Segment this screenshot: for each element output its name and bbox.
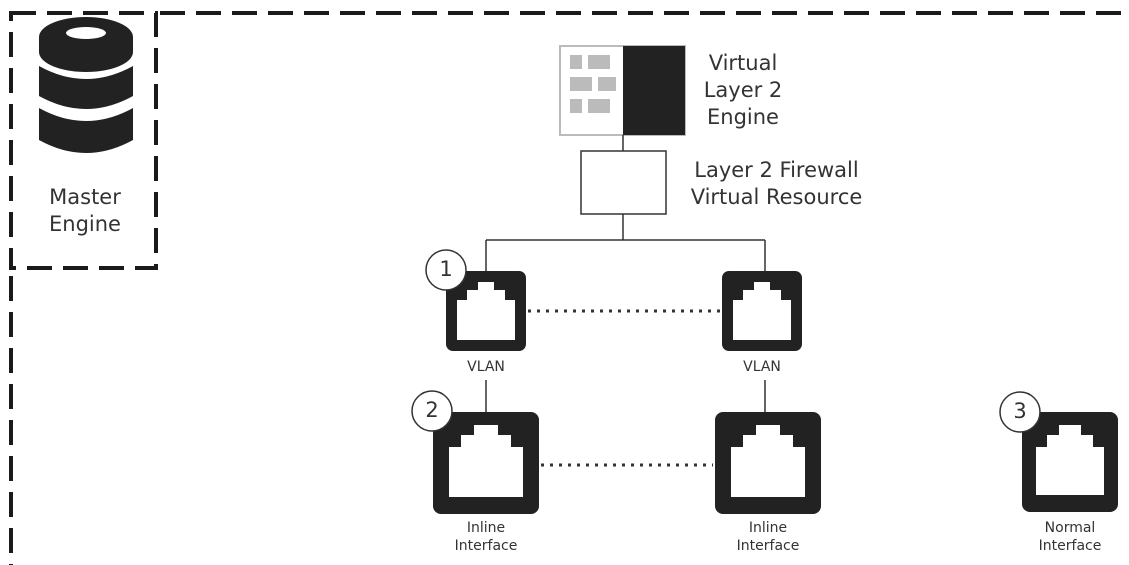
callout-3: 3 [1013,399,1027,423]
callout-2-circle [411,390,453,432]
callout-1: 1 [439,257,453,281]
virtual-engine-label-line1: Virtual [708,51,778,75]
normal-interface-label: Normal Interface [1015,519,1125,555]
virtual-engine-label: Virtual Layer 2 Engine [688,50,798,131]
vlan-left-label: VLAN [467,359,505,375]
inline-right-label-line2: Interface [736,538,800,554]
master-engine-label-line2: Engine [49,212,121,236]
inline-left-label-line1: Inline [466,520,506,536]
normal-interface-label-line1: Normal [1044,520,1096,536]
database-icon [39,17,133,153]
virtual-engine-label-line2: Layer 2 [703,78,783,102]
virtual-engine-label-line3: Engine [707,105,779,129]
inline-left-label-line2: Interface [454,538,518,554]
virtual-resource-label-line2: Virtual Resource [690,185,863,209]
vlan-right-port-icon [722,271,802,351]
inline-right-port-icon [715,412,821,514]
master-engine-label-line1: Master [49,185,121,209]
inline-right-label: Inline Interface [708,519,828,555]
inline-left-port-icon [433,412,539,514]
firewall-icon [559,45,686,136]
virtual-resource-label: Layer 2 Firewall Virtual Resource [674,157,879,211]
vlan-left-port-icon [446,271,526,351]
master-engine-label: Master Engine [20,184,150,238]
virtual-resource-box [580,150,667,215]
callout-3-circle [999,391,1041,433]
virtual-resource-label-line1: Layer 2 Firewall [694,158,859,182]
inline-right-label-line1: Inline [748,520,788,536]
normal-interface-port-icon [1022,412,1118,512]
normal-interface-label-line2: Interface [1038,538,1102,554]
callout-2: 2 [425,398,439,422]
callout-1-circle [425,249,467,291]
master-engine-box [9,11,158,270]
outer-boundary [9,11,1129,565]
connector-resource-vlans [485,214,766,271]
inline-left-label: Inline Interface [426,519,546,555]
vlan-right-label: VLAN [743,359,781,375]
